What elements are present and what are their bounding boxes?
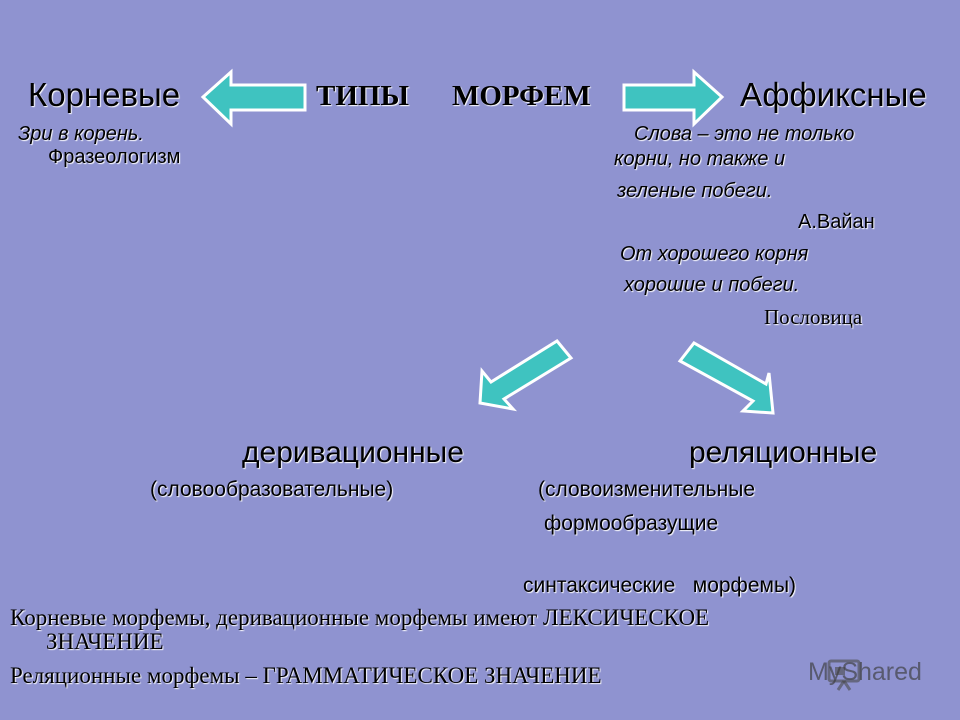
relational-line-3: синтаксические морфемы) — [523, 574, 797, 597]
relational-heading: реляционные — [689, 436, 878, 469]
proverb-line-2: хорошие и побеги. — [624, 274, 800, 296]
left-quote-source: Фразеологизм — [48, 146, 181, 168]
bottom-statement-1-continued: ЗНАЧЕНИЕ — [46, 629, 164, 654]
presentation-board-icon — [827, 659, 861, 691]
right-quote-author: А.Вайан — [798, 211, 875, 233]
types-heading: ТИПЫ — [316, 80, 409, 112]
right-quote-line-1: Слова – это не только — [634, 123, 855, 145]
left-arrow — [200, 68, 307, 128]
left-quote-text: Зри в корень. — [18, 123, 144, 145]
down-left-arrow — [478, 339, 574, 412]
proverb-line-1: От хорошего корня — [620, 243, 809, 265]
watermark-text: MyShared — [808, 658, 922, 686]
morphemes-heading: МОРФЕМ — [452, 80, 591, 112]
right-quote-line-3: зеленые побеги. — [617, 180, 773, 202]
proverb-source: Пословица — [764, 305, 863, 329]
relational-line-2: формообразущие — [544, 512, 719, 535]
right-arrow — [622, 68, 725, 128]
right-quote-line-2: корни, но также и — [614, 148, 786, 170]
bottom-statement-2: Реляционные морфемы – ГРАММАТИЧЕСКОЕ ЗНА… — [10, 663, 602, 688]
down-right-arrow — [677, 341, 775, 415]
derivational-subtitle: (словообразовательные) — [150, 478, 394, 501]
relational-line-1: (словоизменительные — [538, 478, 755, 501]
affixes-heading: Аффиксные — [740, 76, 927, 113]
derivational-heading: деривационные — [242, 436, 464, 469]
roots-heading: Корневые — [28, 76, 181, 113]
bottom-statement-1: Корневые морфемы, деривационные морфемы … — [10, 605, 710, 630]
